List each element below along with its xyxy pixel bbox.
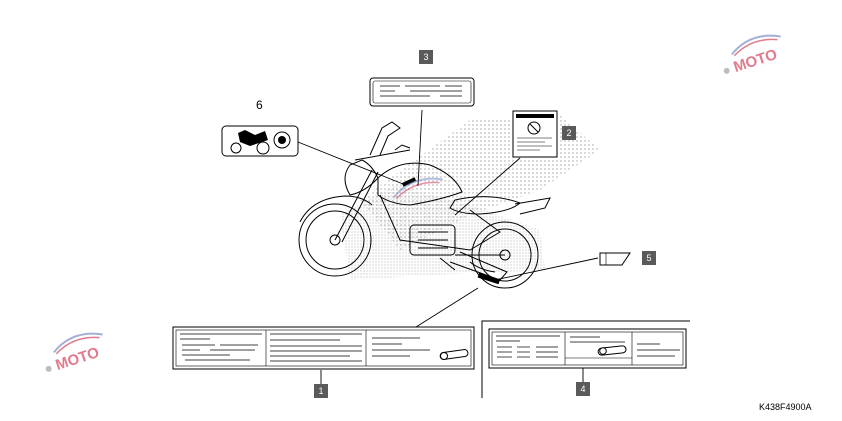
callout-6: 6: [256, 98, 263, 112]
label-4-diagram: [481, 320, 690, 398]
leader-line-2: [454, 157, 521, 216]
exhaust-label-mark: [477, 272, 501, 285]
label-3-diagram: [369, 77, 475, 107]
label-6-diagram: [221, 125, 299, 157]
watermark-logo: MOTO: [723, 34, 781, 76]
svg-text:MOTO: MOTO: [53, 344, 101, 374]
leader-line-1: [415, 287, 479, 328]
callout-5: 5: [642, 251, 656, 265]
callout-4: 4: [576, 382, 590, 396]
callout-3: 3: [419, 50, 433, 64]
label-2-diagram: [512, 110, 558, 158]
watermark-logo-3: [393, 177, 443, 200]
watermark-logo-2: MOTO: [45, 332, 103, 374]
reference-code: K438F4900A: [759, 402, 812, 412]
label-1-diagram: [172, 326, 475, 370]
motorcycle-illustration: [298, 121, 551, 289]
label-5-diagram: [599, 252, 631, 266]
tank-label-mark: [401, 177, 417, 187]
leader-line-3: [417, 109, 423, 187]
leader-line-5: [489, 257, 599, 282]
callout-1: 1: [314, 384, 328, 398]
leader-line-6: [297, 141, 404, 185]
callout-2: 2: [562, 126, 576, 140]
leader-lines: [297, 109, 599, 384]
svg-text:MOTO: MOTO: [731, 46, 779, 76]
